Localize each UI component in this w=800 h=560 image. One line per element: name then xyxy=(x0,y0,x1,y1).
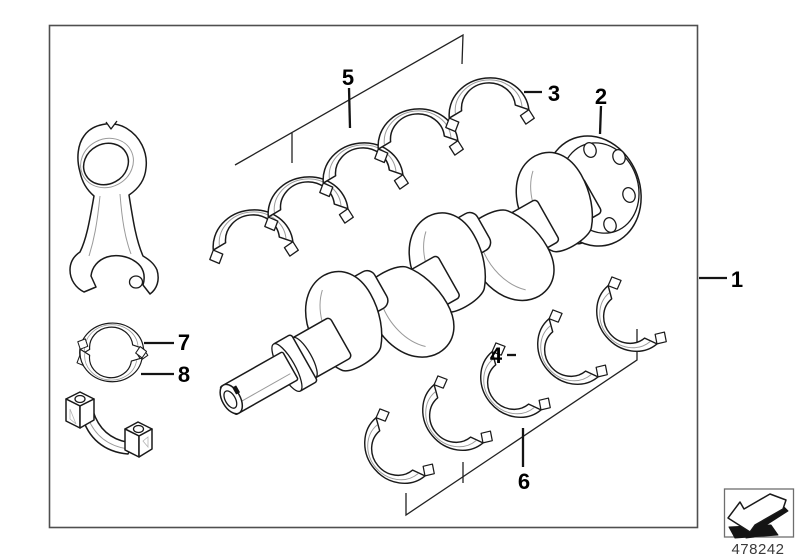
callout-3-label: 3 xyxy=(548,81,560,106)
cap-bolt-boss-left xyxy=(65,391,95,429)
callout-8-label: 8 xyxy=(178,362,190,387)
callout-2-label: 2 xyxy=(595,84,607,109)
crankshaft-body xyxy=(219,139,611,415)
callout-7-label: 7 xyxy=(178,330,190,355)
cap-bolt-boss-right xyxy=(124,421,153,458)
upper-shell-3 xyxy=(314,137,410,199)
callout-3: 3 xyxy=(524,81,560,106)
footer-plate: 478242 xyxy=(723,488,795,558)
callout-2: 2 xyxy=(595,84,607,135)
callout-1: 1 xyxy=(699,267,743,292)
rod-bolt-hole xyxy=(128,275,144,289)
keyway-mark xyxy=(232,385,240,395)
diagram-frame xyxy=(48,24,699,529)
callout-6-label: 6 xyxy=(518,469,530,494)
callout-4: 4 xyxy=(490,343,516,368)
callout-7: 7 xyxy=(144,330,190,355)
callout-4-label: 4 xyxy=(490,343,503,368)
connecting-rod xyxy=(69,120,159,295)
upper-shell-2 xyxy=(259,171,355,233)
rod-small-end-eye xyxy=(82,142,130,186)
upper-shell-1 xyxy=(204,204,300,266)
direction-arrow-icon xyxy=(727,493,789,539)
lower-shell-5 xyxy=(578,273,671,370)
part-number: 478242 xyxy=(731,541,784,558)
crankshaft-nose xyxy=(219,334,318,415)
callout-6: 6 xyxy=(518,428,530,494)
callout-5-label: 5 xyxy=(342,65,354,90)
callout-1-label: 1 xyxy=(731,267,743,292)
rod-bearing-cap xyxy=(65,391,153,458)
callout-5: 5 xyxy=(342,65,354,129)
callout-8: 8 xyxy=(141,362,190,387)
single-upper-shell-item3 xyxy=(440,72,536,134)
bracket-upper-shell-set xyxy=(234,33,464,166)
